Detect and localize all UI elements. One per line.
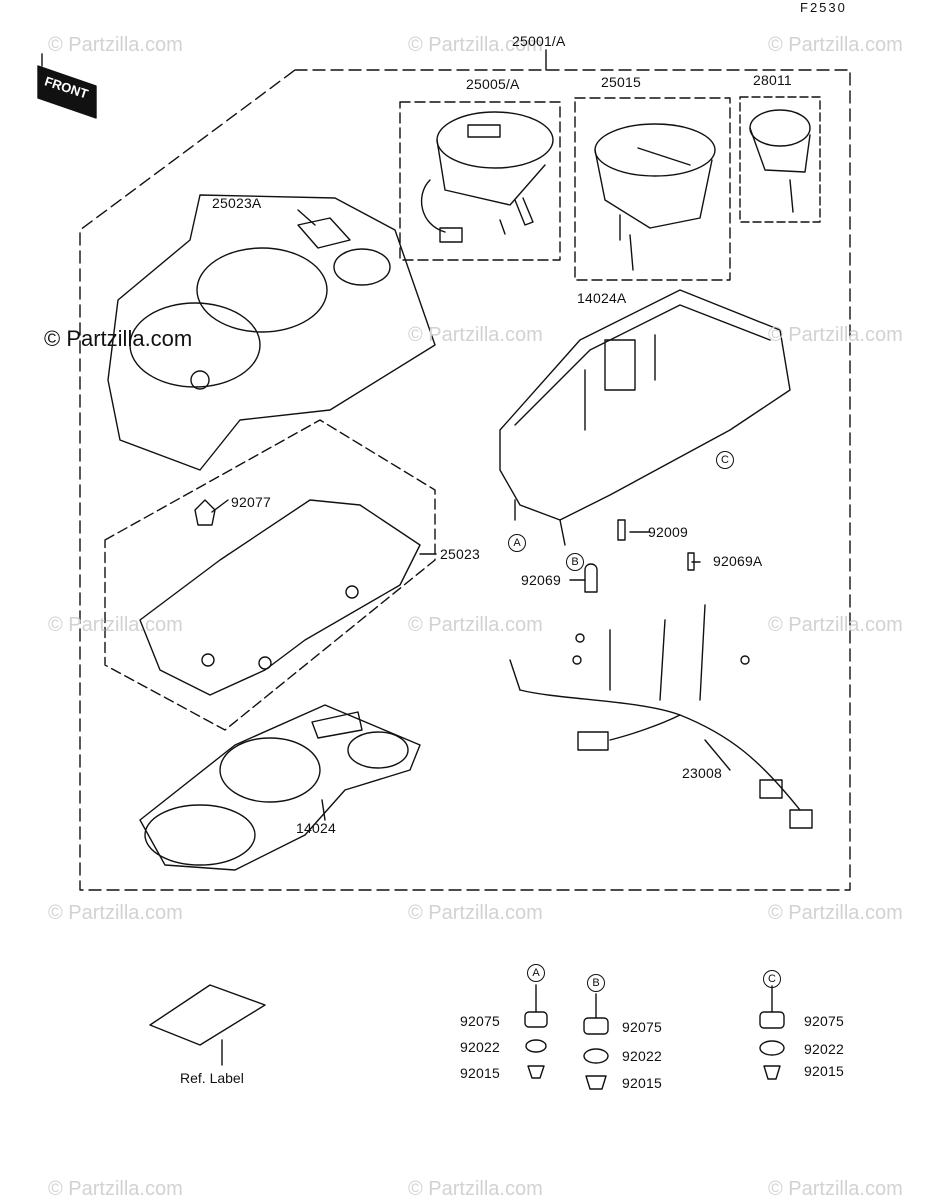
- assembly-outline: [79, 69, 851, 891]
- callout-lower-cover: 25023: [440, 546, 480, 562]
- watermark: © Partzilla.com: [48, 902, 183, 924]
- damper-set-c-marker: C: [763, 970, 781, 988]
- tachometer-drawing: [594, 123, 716, 271]
- upper-cover-drawing: [107, 194, 436, 471]
- damper-set-b-drawing: [583, 993, 609, 1090]
- damper-a-item: 92022: [460, 1039, 500, 1055]
- callout-harness: 23008: [682, 765, 722, 781]
- lower-cover-drawing: [139, 499, 421, 696]
- callout-panel: 14024: [296, 820, 336, 836]
- panel-drawing: [139, 704, 421, 871]
- watermark: © Partzilla.com: [48, 1178, 183, 1200]
- gauge-drawing: [749, 109, 811, 213]
- gauge-box: [739, 96, 821, 223]
- watermark: © Partzilla.com: [44, 326, 193, 351]
- watermark: © Partzilla.com: [408, 324, 543, 346]
- damper-a-item: 92015: [460, 1065, 500, 1081]
- damper-a-item: 92075: [460, 1013, 500, 1029]
- watermark: © Partzilla.com: [408, 1178, 543, 1200]
- watermark: © Partzilla.com: [408, 614, 543, 636]
- callout-meter-case: 14024A: [577, 290, 627, 306]
- harness-drawing: [509, 604, 813, 829]
- damper-b-item: 92075: [622, 1019, 662, 1035]
- tachometer-box: [574, 97, 731, 281]
- marker-b: B: [566, 553, 584, 571]
- callout-upper-cover: 25023A: [212, 195, 262, 211]
- bulb-small-drawing: [687, 552, 695, 571]
- callout-speedometer: 25005/A: [466, 76, 520, 92]
- callout-bulb: 92069: [521, 572, 561, 588]
- damper-set-a-drawing: [524, 984, 548, 1079]
- damper-c-item: 92075: [804, 1013, 844, 1029]
- callout-screw: 92009: [648, 524, 688, 540]
- damper-b-item: 92022: [622, 1048, 662, 1064]
- callout-tachometer: 25015: [601, 74, 641, 90]
- bulb-drawing: [584, 563, 598, 593]
- damper-set-c-drawing: [759, 985, 785, 1080]
- damper-b-item: 92015: [622, 1075, 662, 1091]
- front-arrow-icon: [37, 53, 97, 119]
- callout-grommet: 92077: [231, 494, 271, 510]
- speedometer-drawing: [420, 111, 554, 243]
- watermark: © Partzilla.com: [768, 324, 903, 346]
- watermark: © Partzilla.com: [408, 902, 543, 924]
- watermark: © Partzilla.com: [408, 34, 543, 56]
- damper-set-a-marker: A: [527, 964, 545, 982]
- callout-bulb-a: 92069A: [713, 553, 763, 569]
- damper-c-item: 92022: [804, 1041, 844, 1057]
- diagram-code: F2530: [800, 0, 847, 15]
- callout-main-assembly: 25001/A: [512, 33, 566, 49]
- marker-c: C: [716, 451, 734, 469]
- damper-c-item: 92015: [804, 1063, 844, 1079]
- watermark: © Partzilla.com: [768, 34, 903, 56]
- meter-case-drawing: [499, 289, 791, 546]
- speedometer-box: [399, 101, 561, 261]
- damper-set-b-marker: B: [587, 974, 605, 992]
- watermark: © Partzilla.com: [768, 902, 903, 924]
- screw-drawing: [617, 519, 626, 541]
- ref-label-text: Ref. Label: [180, 1070, 244, 1086]
- watermark: © Partzilla.com: [768, 1178, 903, 1200]
- watermark: © Partzilla.com: [768, 614, 903, 636]
- watermark: © Partzilla.com: [48, 34, 183, 56]
- lower-cover-box: [104, 419, 436, 731]
- watermark: © Partzilla.com: [48, 614, 183, 636]
- marker-a: A: [508, 534, 526, 552]
- ref-label-drawing: [149, 984, 266, 1046]
- callout-gauge: 28011: [753, 72, 792, 88]
